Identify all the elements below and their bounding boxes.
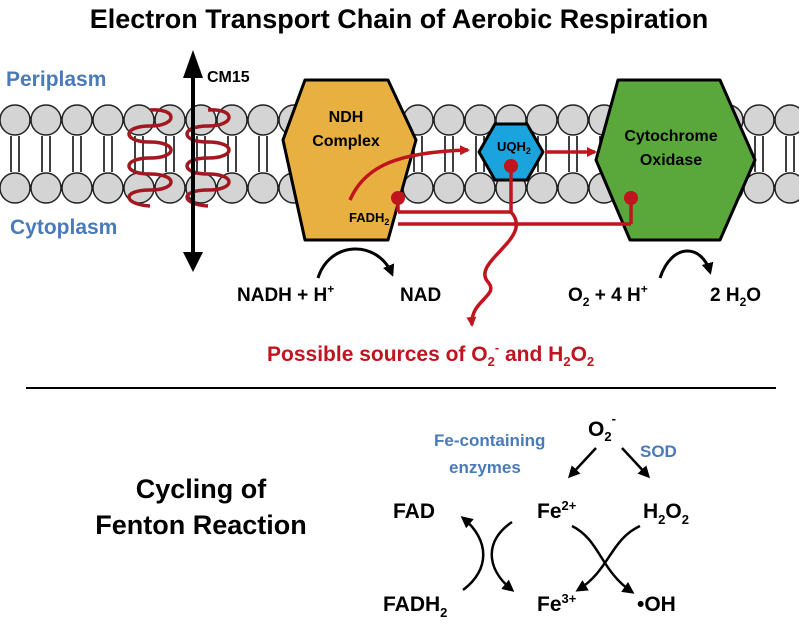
uqh2-shape — [477, 122, 545, 182]
fe-enzymes-label-1: Fe-containing — [434, 431, 545, 450]
page-title: Electron Transport Chain of Aerobic Resp… — [90, 4, 709, 34]
lipid-head — [92, 172, 124, 204]
fad-label: FAD — [393, 500, 435, 523]
nad-label: NAD — [400, 285, 441, 306]
fenton-title-2: Fenton Reaction — [95, 510, 307, 540]
lipid-head — [464, 172, 496, 204]
sod-label: SOD — [640, 442, 677, 461]
periplasm-label: Periplasm — [6, 68, 106, 91]
fad-cycle-arrows — [460, 516, 515, 592]
cm15-helices — [127, 108, 231, 208]
superoxide-arrows — [567, 447, 651, 479]
lipid-head — [557, 104, 589, 136]
o2-curve-arrow — [658, 249, 714, 279]
lipid-head — [433, 172, 465, 204]
ndh-complex-shape — [281, 78, 418, 242]
lipid-head — [92, 104, 124, 136]
nadh-label: NADH + H+ — [237, 282, 334, 306]
lipid-head — [774, 172, 799, 204]
ndh-label-1: NDH — [329, 109, 364, 126]
lipid-head — [433, 104, 465, 136]
ndh-label-2: Complex — [312, 133, 380, 150]
fadh-label: FADH2 — [349, 210, 389, 227]
lipid-head — [526, 172, 558, 204]
lipid-head — [247, 104, 279, 136]
lipid-head — [154, 172, 186, 204]
lipid-head — [464, 104, 496, 136]
cytoplasm-label: Cytoplasm — [10, 216, 117, 239]
fadh2-label: FADH2 — [383, 593, 447, 620]
ros-sources-caption: Possible sources of O2- and H2O2 — [267, 340, 594, 369]
ros-source-dots — [391, 159, 638, 205]
membrane-arrow — [183, 50, 203, 272]
lipid-head — [0, 172, 31, 204]
fenton-title-1: Cycling of — [136, 474, 268, 504]
lipid-head — [30, 172, 62, 204]
lipid-head — [247, 172, 279, 204]
lipid-head — [526, 104, 558, 136]
lipid-head — [774, 104, 799, 136]
cytochrome-label-2: Oxidase — [640, 152, 702, 169]
lipid-head — [30, 104, 62, 136]
ros-source-lines — [396, 166, 633, 327]
cm15-label: CM15 — [207, 69, 250, 86]
lipid-head — [61, 172, 93, 204]
lipid-head — [402, 172, 434, 204]
uqh2-label: UQH2 — [497, 139, 531, 156]
h2o2-label: H2O2 — [643, 500, 689, 527]
lipid-head — [743, 104, 775, 136]
lipid-head — [0, 104, 31, 136]
fe-enzymes-label-2: enzymes — [449, 458, 521, 477]
fe-cycle-arrows — [571, 524, 641, 594]
lipid-head — [557, 172, 589, 204]
hydroxyl-radical-label: •OH — [637, 593, 676, 616]
o2-reaction-left: O2 + 4 H+ — [568, 282, 648, 309]
fe3-label: Fe3+ — [537, 591, 577, 616]
superoxide-label: O2- — [588, 411, 616, 444]
water-label: 2 H2O — [710, 285, 761, 309]
lipid-head — [185, 172, 217, 204]
nadh-curve-arrow — [316, 247, 395, 279]
fe2-label: Fe2+ — [537, 498, 577, 523]
electron-flow-arrows — [348, 145, 597, 201]
cytochrome-label-1: Cytochrome — [624, 128, 717, 145]
lipid-head — [61, 104, 93, 136]
